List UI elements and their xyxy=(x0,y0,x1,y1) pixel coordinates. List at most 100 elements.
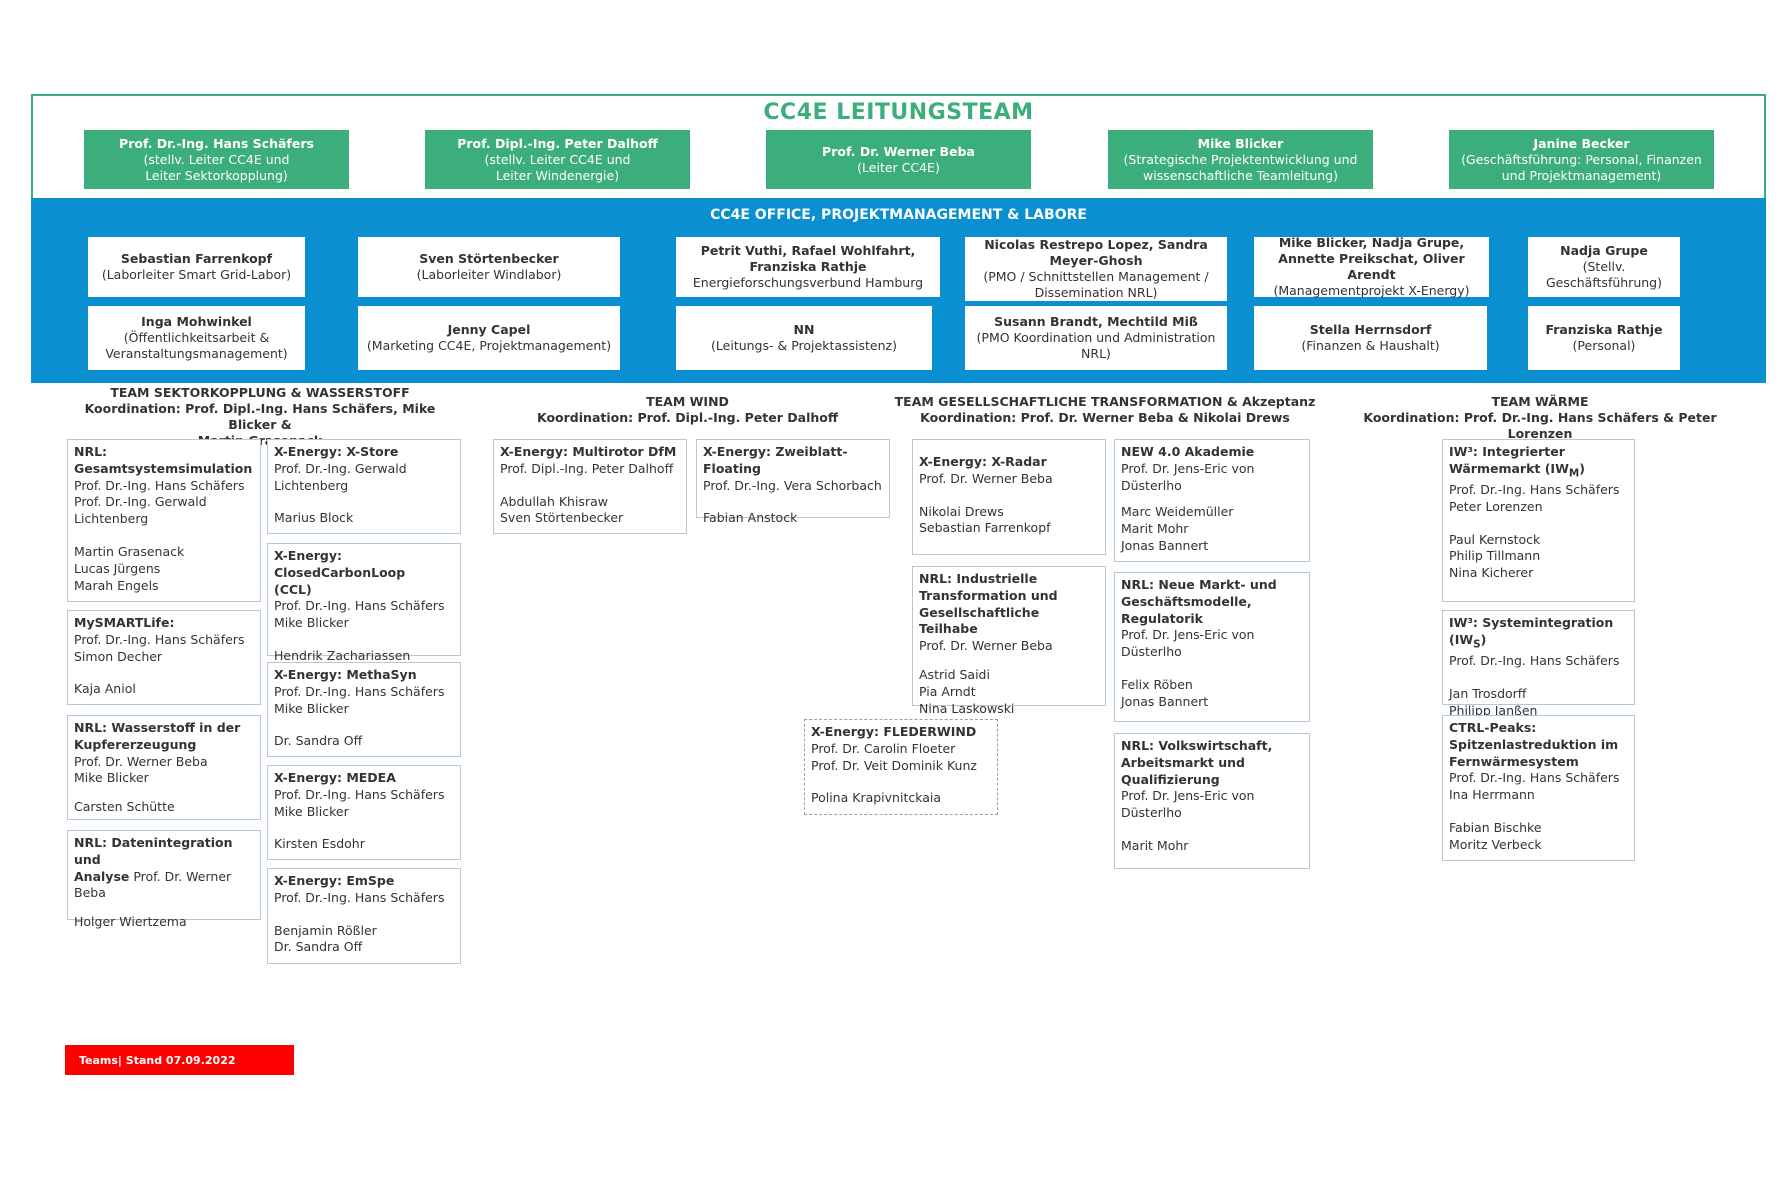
project-member: Martin Grasenack xyxy=(74,543,185,559)
project-member: Lucas Jürgens xyxy=(74,560,161,576)
team-title: TEAM GESELLSCHAFTLICHE TRANSFORMATION & … xyxy=(894,394,1316,409)
project-member: Polina Krapivnitckaia xyxy=(811,790,942,806)
project-title: Arbeitsmarkt und xyxy=(1121,754,1245,770)
office-name: NN xyxy=(793,322,815,337)
team-coordination: Koordination: Prof. Dipl.-Ing. Peter Dal… xyxy=(537,410,838,425)
project-title: IW³: Integrierter xyxy=(1449,444,1565,459)
project-member: Benjamin Rößler xyxy=(274,922,377,938)
project-title: MySMARTLife: xyxy=(74,615,175,630)
project-title: NRL: Volkswirtschaft, xyxy=(1121,738,1273,753)
project-member: Marc Weidemüller xyxy=(1121,504,1234,520)
project-member: Marit Mohr xyxy=(1121,521,1189,537)
office-name: Sebastian Farrenkopf xyxy=(120,251,273,266)
project-member: Hendrik Zachariassen xyxy=(274,647,411,663)
project-lead: Prof. Dr.-Ing. Gerwald xyxy=(274,460,407,476)
project-lead: Prof. Dr. Jens-Eric von xyxy=(1121,788,1255,804)
project-member: Astrid Saidi xyxy=(919,666,990,682)
office-role: (Öffentlichkeitsarbeit & Veranstaltungsm… xyxy=(105,330,288,361)
project-title: NRL: Industrielle xyxy=(919,571,1038,586)
office-box: Stella Herrnsdorf(Finanzen & Haushalt) xyxy=(1254,306,1487,370)
lead-role: und Projektmanagement) xyxy=(1501,167,1662,183)
project-zweiblatt-floating: X-Energy: Zweiblatt-Floating Prof. Dr.-I… xyxy=(696,439,890,525)
project-title-text: ) xyxy=(1579,460,1585,476)
leitungsteam-frame xyxy=(31,94,1766,198)
project-multirotor: X-Energy: Multirotor DfM Prof. Dipl.-Ing… xyxy=(493,439,687,534)
project-lead: Prof. Dr.-Ing. Hans Schäfers xyxy=(1449,770,1620,786)
project-title-subscript: S xyxy=(1473,638,1481,651)
project-title: IW³: Systemintegration (IWS) xyxy=(1449,615,1628,653)
project-title: NRL: Datenintegration und xyxy=(74,835,233,867)
lead-role: (stellv. Leiter CC4E und xyxy=(143,151,290,167)
office-name: Inga Mohwinkel xyxy=(141,314,252,329)
project-closedcarbonloop: X-Energy: ClosedCarbonLoop (CCL) Prof. D… xyxy=(267,543,461,663)
project-title: Geschäftsmodelle, xyxy=(1121,593,1252,609)
team-coordination: Koordination: Prof. Dr. Werner Beba & Ni… xyxy=(920,410,1290,425)
project-title: X-Energy: ClosedCarbonLoop xyxy=(274,548,406,580)
project-lead: Ina Herrmann xyxy=(1449,787,1535,803)
project-nrl-gesamtsystemsimulation: NRL: Gesamtsystemsimulation Prof. Dr.-In… xyxy=(67,439,261,602)
project-lead: Prof. Dr. Carolin Floeter xyxy=(811,740,956,756)
project-member: Holger Wiertzema xyxy=(74,914,187,930)
project-member: Sven Störtenbecker xyxy=(500,510,624,526)
project-lead: Mike Blicker xyxy=(274,803,349,819)
project-title: NRL: Wasserstoff in der xyxy=(74,720,241,735)
project-title: X-Energy: X-Store xyxy=(274,444,399,459)
office-role: (Stellv. Geschäftsführung) xyxy=(1546,259,1662,290)
project-iw3-systemintegration: IW³: Systemintegration (IWS) Prof. Dr.-I… xyxy=(1442,610,1635,718)
office-box: Jenny Capel(Marketing CC4E, Projektmanag… xyxy=(358,306,620,370)
office-name: Jenny Capel xyxy=(447,322,531,337)
lead-role: (Geschäftsführung: Personal, Finanzen xyxy=(1461,151,1702,167)
project-lead: Prof. Dr. Jens-Eric von xyxy=(1121,627,1255,643)
team-title: TEAM WIND xyxy=(646,394,729,409)
office-name: Mike Blicker, Nadja Grupe, Annette Preik… xyxy=(1278,235,1465,282)
stand-label: Teams| Stand 07.09.2022 xyxy=(65,1045,294,1075)
project-flederwind: X-Energy: FLEDERWIND Prof. Dr. Carolin F… xyxy=(804,719,998,815)
project-title: Spitzenlastreduktion im xyxy=(1449,736,1619,752)
office-box: NN(Leitungs- & Projektassistenz) xyxy=(676,306,932,370)
office-box: Inga Mohwinkel(Öffentlichkeitsarbeit & V… xyxy=(88,306,305,370)
lead-role: Leiter Windenergie) xyxy=(495,167,620,183)
project-lead: Prof. Dr. Werner Beba xyxy=(919,470,1053,486)
project-lead: Prof. Dr.-Ing. Hans Schäfers xyxy=(274,786,445,802)
project-lead: Prof. Dr.-Ing. Hans Schäfers xyxy=(74,631,245,647)
project-title: CTRL-Peaks: xyxy=(1449,720,1537,735)
project-mysmartlife: MySMARTLife: Prof. Dr.-Ing. Hans Schäfer… xyxy=(67,610,261,705)
project-member: Moritz Verbeck xyxy=(1449,836,1542,852)
project-member: Paul Kernstock xyxy=(1449,531,1541,547)
project-member: Jonas Bannert xyxy=(1121,537,1209,553)
office-role: (Finanzen & Haushalt) xyxy=(1301,338,1440,353)
office-box: Nadja Grupe(Stellv. Geschäftsführung) xyxy=(1528,237,1680,297)
lead-box-beba: Prof. Dr. Werner Beba (Leiter CC4E) xyxy=(766,130,1031,189)
project-title: X-Energy: EmSpe xyxy=(274,873,395,888)
office-box: Mike Blicker, Nadja Grupe, Annette Preik… xyxy=(1254,235,1489,298)
project-new40-akademie: NEW 4.0 Akademie Prof. Dr. Jens-Eric von… xyxy=(1114,439,1310,562)
project-member: Dr. Sandra Off xyxy=(274,939,363,955)
project-lead: Prof. Dr. Werner Beba xyxy=(919,638,1053,654)
lead-role: wissenschaftliche Teamleitung) xyxy=(1142,167,1338,183)
project-title-text: IW³: Systemintegration (IW xyxy=(1449,615,1614,647)
project-member: Abdullah Khisraw xyxy=(500,493,608,509)
project-title: Gesellschaftliche Teilhabe xyxy=(919,604,1040,637)
office-name: Stella Herrnsdorf xyxy=(1309,322,1432,337)
project-member: Felix Röben xyxy=(1121,676,1193,692)
project-member: Kirsten Esdohr xyxy=(274,836,365,852)
lead-role: (Strategische Projektentwicklung und xyxy=(1123,151,1358,167)
team-coordination: Koordination: Prof. Dr.-Ing. Hans Schäfe… xyxy=(1363,410,1717,441)
office-role: Energieforschungsverbund Hamburg xyxy=(692,275,924,290)
project-x-radar: X-Energy: X-Radar Prof. Dr. Werner Beba … xyxy=(912,439,1106,555)
lead-name: Prof. Dr.-Ing. Hans Schäfers xyxy=(119,135,314,151)
project-title: X-Energy: MethaSyn xyxy=(274,667,417,682)
project-member: Carsten Schütte xyxy=(74,799,175,815)
lead-box-dalhoff: Prof. Dipl.-Ing. Peter Dalhoff (stellv. … xyxy=(425,130,690,189)
project-lead: Lichtenberg xyxy=(274,477,349,493)
project-member: Nina Kicherer xyxy=(1449,565,1534,581)
project-lead: Peter Lorenzen xyxy=(1449,498,1543,514)
project-nrl-wasserstoff: NRL: Wasserstoff in der Kupfererzeugung … xyxy=(67,715,261,820)
project-lead: Lichtenberg xyxy=(74,511,149,527)
project-title: Kupfererzeugung xyxy=(74,736,197,752)
project-lead: Prof. Dr.-Ing. Gerwald xyxy=(74,494,207,510)
project-title: X-Energy: MEDEA xyxy=(274,770,396,785)
lead-name: Prof. Dr. Werner Beba xyxy=(822,143,975,159)
project-title: Fernwärmesystem xyxy=(1449,753,1579,769)
project-lead: Mike Blicker xyxy=(274,615,349,631)
